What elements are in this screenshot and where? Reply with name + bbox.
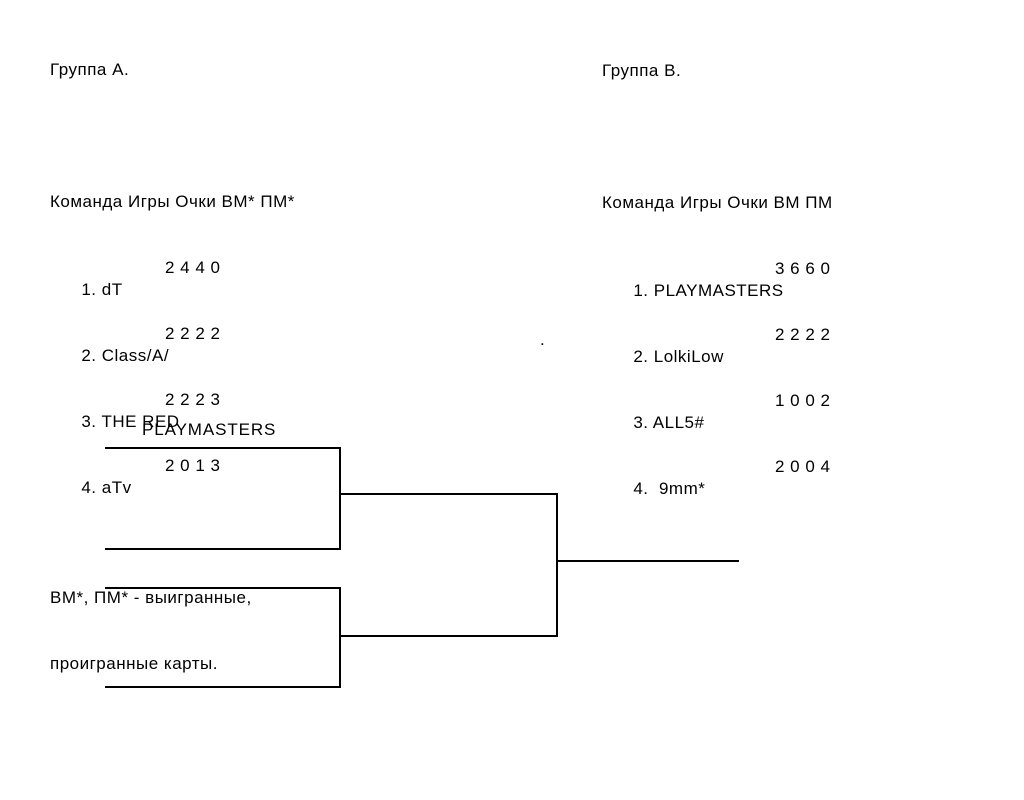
spacer (602, 126, 833, 148)
stray-dot-mark: . (540, 330, 546, 349)
bracket-line-sf1-winner (339, 493, 558, 495)
table-row: 2. Class/A/ 2 2 2 2 (50, 323, 295, 365)
team-name: 1. dT (81, 280, 123, 299)
table-row: 4. aTv 2 0 1 3 (50, 455, 295, 497)
table-row: 3. ALL5# 1 0 0 2 (602, 390, 833, 432)
footnote-line: проигранные карты. (50, 654, 218, 673)
group-a-title: Группа А. (50, 60, 130, 79)
team-stats: 1 0 0 2 (775, 391, 831, 410)
bracket-line-final-right (556, 493, 558, 637)
team-stats: 2 2 2 2 (165, 324, 221, 343)
team-name: 4. 9mm* (633, 479, 706, 498)
group-b-title: Группа В. (602, 61, 682, 80)
team-name: 3. ALL5# (633, 413, 705, 432)
group-b-standings: Группа В. Команда Игры Очки ВМ ПМ 1. PLA… (602, 16, 833, 522)
team-stats: 2 0 0 4 (775, 457, 831, 476)
team-stats: 3 6 6 0 (775, 259, 831, 278)
table-row: 1. PLAYMASTERS 3 6 6 0 (602, 258, 833, 300)
spacer (50, 521, 295, 543)
bracket-line-sf2-right (339, 587, 341, 688)
bracket-line-sf1-bottom (105, 548, 341, 550)
table-row: 2. LolkiLow 2 2 2 2 (602, 324, 833, 366)
team-name: 3. THE RED (81, 412, 180, 431)
team-stats: 2 0 1 3 (165, 456, 221, 475)
team-stats: 2 2 2 2 (775, 325, 831, 344)
table-row: 4. 9mm* 2 0 0 4 (602, 456, 833, 498)
bracket-line-sf1-right (339, 447, 341, 550)
table-row: 3. THE RED 2 2 2 3 (50, 389, 295, 431)
spacer (50, 125, 295, 147)
bracket-line-sf1-top (105, 447, 341, 449)
group-a-table-header: Команда Игры Очки ВМ* ПМ* (50, 192, 295, 211)
team-stats: 2 4 4 0 (165, 258, 221, 277)
team-stats: 2 2 2 3 (165, 390, 221, 409)
bracket-top-seed-label: PLAYMASTERS (142, 420, 277, 439)
bracket-line-sf2-winner (339, 635, 558, 637)
team-name: 1. PLAYMASTERS (633, 281, 784, 300)
group-a-standings: Группа А. Команда Игры Очки ВМ* ПМ* 1. d… (50, 15, 295, 719)
team-name: 2. Class/A/ (81, 346, 170, 365)
footnote-line: ВМ*, ПМ* - выигранные, (50, 588, 252, 607)
team-name: 4. aTv (81, 478, 132, 497)
group-b-table-header: Команда Игры Очки ВМ ПМ (602, 193, 833, 212)
bracket-line-final-winner (556, 560, 739, 562)
bracket-line-sf2-bottom (105, 686, 341, 688)
table-row: 1. dT 2 4 4 0 (50, 257, 295, 299)
team-name: 2. LolkiLow (633, 347, 724, 366)
bracket-line-sf2-top (105, 587, 341, 589)
